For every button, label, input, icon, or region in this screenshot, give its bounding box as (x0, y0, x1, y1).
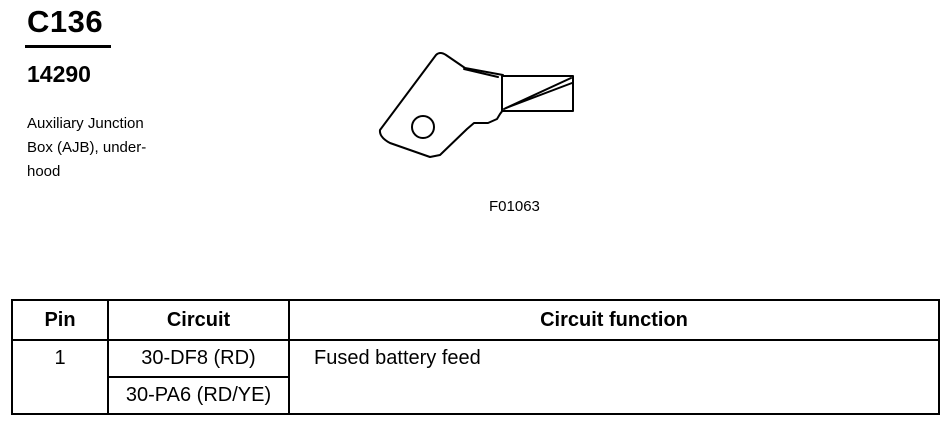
pin-cell: 1 (11, 339, 109, 415)
title-underline (25, 45, 111, 48)
column-header-function: Circuit function (288, 299, 940, 341)
column-header-pin: Pin (11, 299, 109, 341)
figure-code: F01063 (489, 198, 540, 215)
connector-inner-edge (463, 68, 499, 78)
connector-illustration (378, 52, 574, 158)
mounting-hole (411, 115, 435, 139)
circuit-cell: 30-DF8 (RD) (107, 339, 290, 378)
description-line: hood (27, 163, 61, 180)
connector-id: C136 (27, 4, 104, 39)
part-number: 14290 (27, 61, 91, 87)
description-line: Auxiliary Junction (27, 115, 144, 132)
terminal-stripe (505, 82, 573, 109)
column-header-circuit: Circuit (107, 299, 290, 341)
connector-body-outline (378, 52, 504, 158)
table-row: 1 30-DF8 (RD) Fused battery feed (11, 339, 940, 415)
function-cell: Fused battery feed (288, 339, 940, 415)
table-header-row: Pin Circuit Circuit function (11, 299, 940, 341)
circuit-cell: 30-PA6 (RD/YE) (107, 376, 290, 415)
pin-table: Pin Circuit Circuit function 1 30-DF8 (R… (11, 299, 940, 415)
connector-description: Auxiliary Junction Box (AJB), under- hoo… (27, 112, 177, 184)
table-row: 30-PA6 (RD/YE) (12, 376, 939, 415)
description-line: Box (AJB), under- (27, 139, 147, 156)
